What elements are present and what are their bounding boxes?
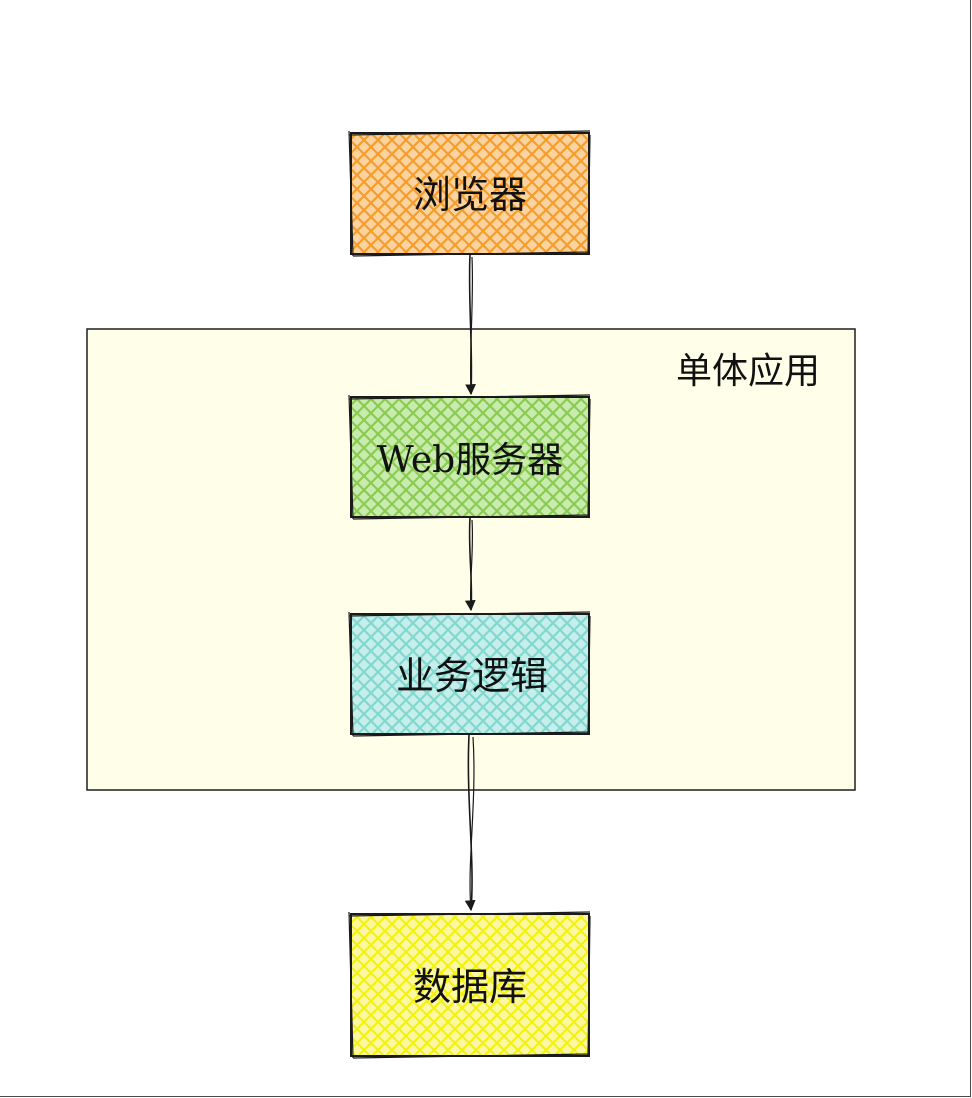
node-business-logic[interactable]: 业务逻辑 — [348, 611, 591, 737]
node-browser[interactable]: 浏览器 — [348, 130, 591, 257]
edges — [464, 254, 476, 912]
node-database[interactable]: 数据库 — [348, 911, 591, 1059]
node-browser-label: 浏览器 — [413, 173, 527, 217]
edge-web-server-to-business-logic — [464, 517, 476, 612]
node-web-server[interactable]: Web服务器 — [348, 394, 591, 520]
edge-browser-to-web-server — [465, 254, 476, 396]
node-business-logic-label: 业务逻辑 — [396, 654, 548, 698]
node-web-server-label: Web服务器 — [377, 440, 563, 481]
edge-business-logic-to-database — [464, 734, 476, 912]
container-monolith-label: 单体应用 — [676, 351, 820, 392]
node-database-label: 数据库 — [413, 965, 527, 1009]
